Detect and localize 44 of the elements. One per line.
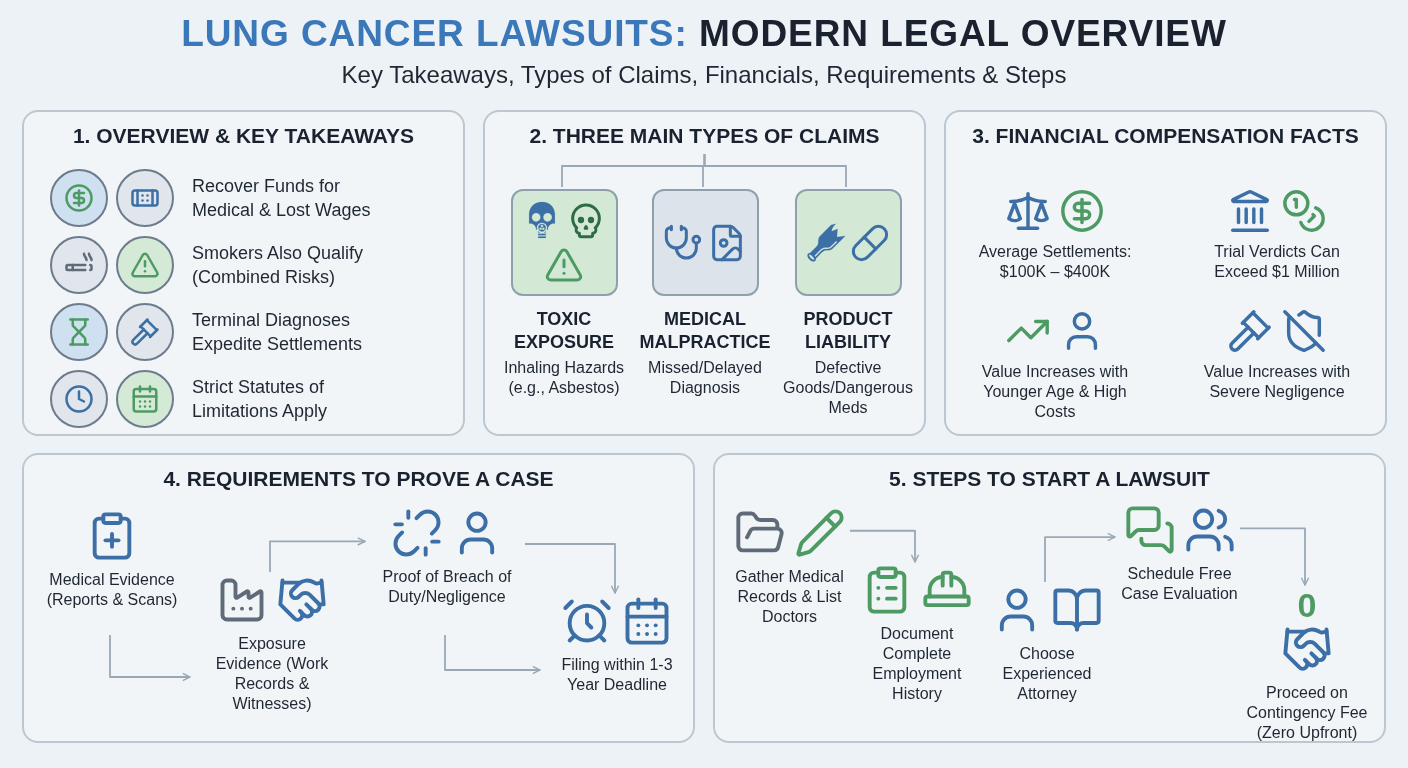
panel-heading: 3. FINANCIAL COMPENSATION FACTS	[972, 123, 1359, 149]
step-text: Proceed on Contingency Fee (Zero Upfront)	[1245, 683, 1369, 743]
arrow	[269, 537, 366, 573]
panel-heading: 2. THREE MAIN TYPES OF CLAIMS	[529, 123, 880, 149]
connector-line	[703, 153, 847, 188]
fact-text: Value Increases with Severe Negligence	[1202, 362, 1352, 402]
fact-text: Value Increases with Younger Age & High Costs	[980, 362, 1130, 422]
section-panel	[22, 110, 465, 436]
arrow	[849, 529, 920, 563]
arrow	[1239, 527, 1310, 586]
step-text: Filing within 1-3 Year Deadline	[560, 655, 674, 695]
step-text: Medical Evidence (Reports & Scans)	[45, 570, 179, 610]
takeaway-text: Recover Funds for Medical & Lost Wages	[192, 175, 372, 222]
step-text: Gather Medical Records & List Doctors	[734, 567, 845, 627]
takeaway-text: Terminal Diagnoses Expedite Settlements	[192, 309, 364, 356]
takeaway-text: Strict Statutes of Limitations Apply	[192, 376, 329, 423]
claim-description: Missed/Delayed Diagnosis	[647, 358, 763, 398]
step-text: Choose Experienced Attorney	[1001, 644, 1093, 704]
claim-heading: TOXIC EXPOSURE	[513, 308, 615, 354]
arrow	[524, 543, 620, 594]
claim-description: Inhaling Hazards (e.g., Asbestos)	[502, 358, 626, 398]
panel-heading: 1. OVERVIEW & KEY TAKEAWAYS	[72, 123, 415, 149]
step-text: Document Complete Employment History	[871, 624, 963, 704]
page-title: LUNG CANCER LAWSUITS: MODERN LEGAL OVERVIEW	[181, 12, 1227, 56]
subtitle: Key Takeaways, Types of Claims, Financials, Requirements & Steps	[341, 60, 1067, 90]
claim-heading: MEDICAL MALPRACTICE	[639, 308, 771, 354]
arrow	[444, 634, 541, 675]
arrow	[109, 634, 191, 682]
step-text: Schedule Free Case Evaluation	[1120, 564, 1239, 604]
panel-heading: 5. STEPS TO START A LAWSUIT	[889, 466, 1210, 492]
claim-description: Defective Goods/Dangerous Meds	[782, 358, 914, 418]
step-text: Exposure Evidence (Work Records & Witnesses)	[214, 634, 330, 714]
section-panel	[483, 110, 926, 436]
arrow	[1044, 532, 1116, 583]
fact-text: Average Settlements: $100K – $400K	[977, 242, 1133, 282]
section-panel	[22, 453, 695, 743]
panel-heading: 4. REQUIREMENTS TO PROVE A CASE	[163, 466, 554, 492]
section-panel	[944, 110, 1387, 436]
claim-heading: PRODUCT LIABILITY	[802, 308, 894, 354]
fact-text: Trial Verdicts Can Exceed $1 Million	[1213, 242, 1341, 282]
zero-numeral: 0	[1297, 587, 1317, 623]
step-text: Proof of Breach of Duty/Negligence	[381, 567, 513, 607]
takeaway-text: Smokers Also Qualify (Combined Risks)	[192, 242, 365, 289]
section-panel	[713, 453, 1386, 743]
